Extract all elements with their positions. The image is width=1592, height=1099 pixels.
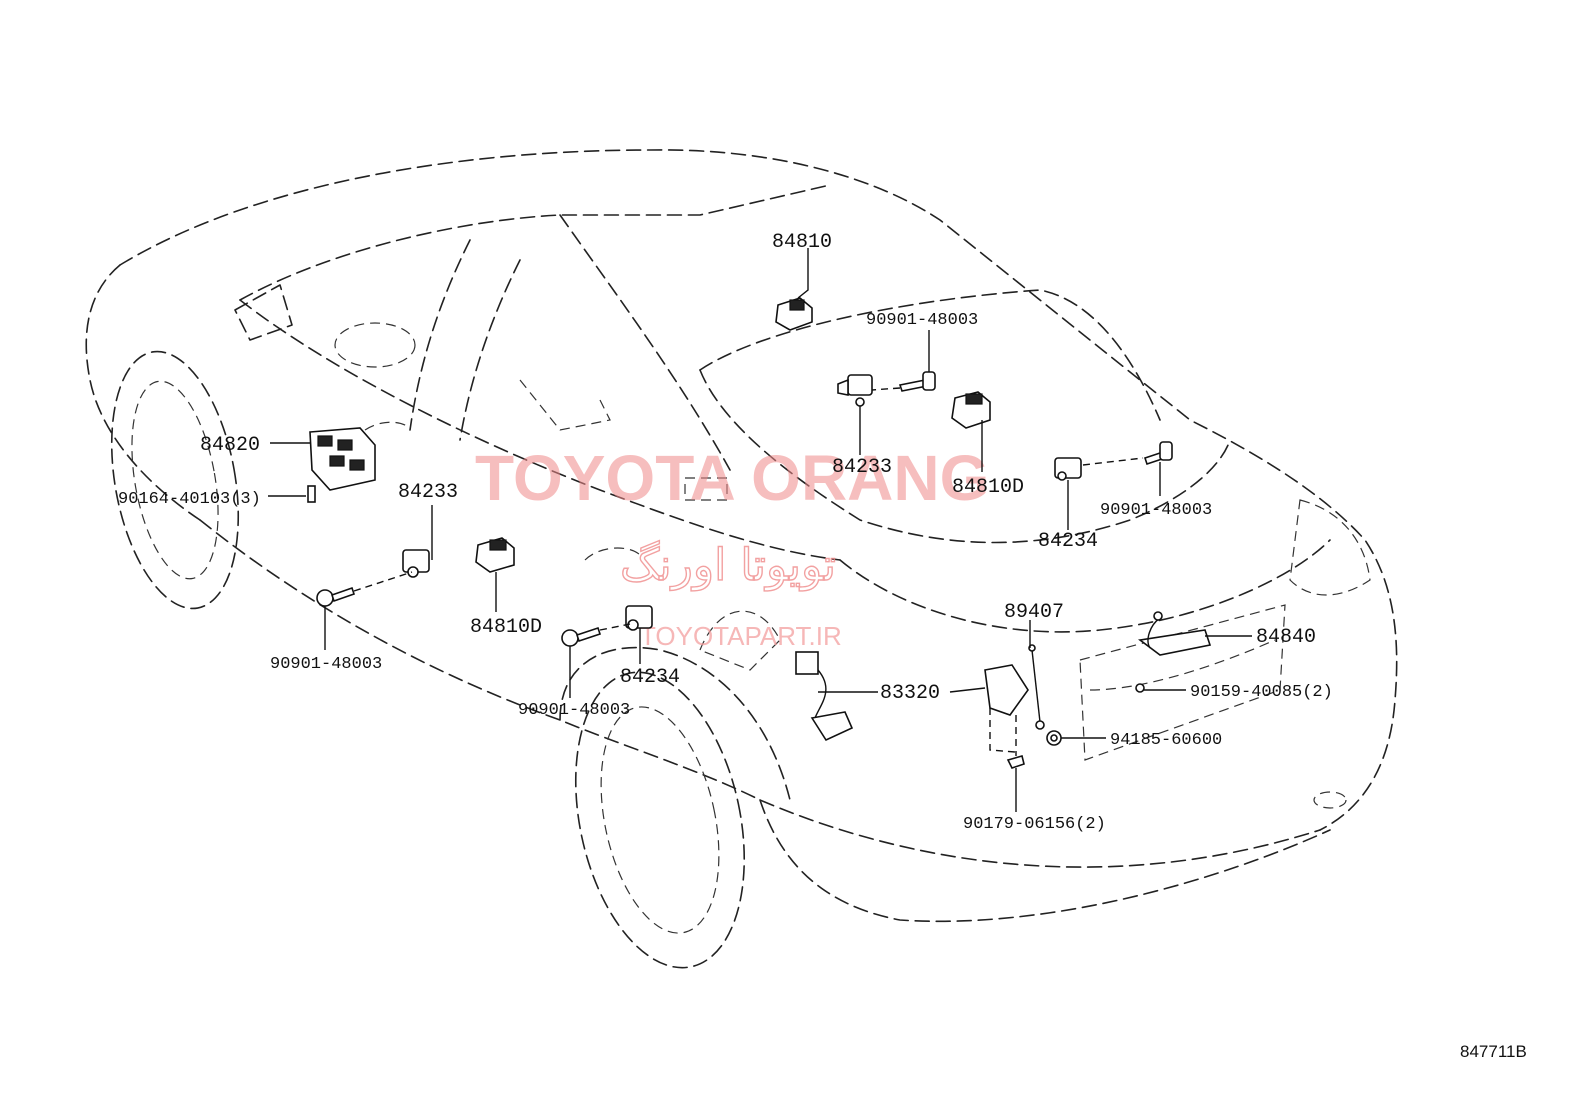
leader-lines bbox=[268, 248, 1252, 812]
watermark-site: TOYOTAPART.IR bbox=[640, 621, 842, 651]
switch-84820-shape bbox=[309, 427, 376, 491]
bolt-upper-shape bbox=[898, 371, 936, 392]
sensor-89407-shape bbox=[984, 644, 1045, 730]
switch-84840-shape bbox=[1137, 611, 1212, 656]
callout-90901-48003-top: 90901-48003 bbox=[866, 311, 978, 330]
callout-83320: 83320 bbox=[880, 682, 940, 705]
callout-90179-06156: 90179-06156(2) bbox=[963, 815, 1106, 834]
callout-90164-40103: 90164-40103(3) bbox=[118, 490, 261, 509]
nut-94185-shape bbox=[1046, 730, 1062, 746]
switch-84810-shape bbox=[775, 297, 813, 331]
callout-89407: 89407 bbox=[1004, 601, 1064, 624]
screw-90164-shape bbox=[307, 485, 316, 503]
callout-84810: 84810 bbox=[772, 231, 832, 254]
switch-84810d-right-shape bbox=[951, 391, 991, 429]
callout-90901-48003-right: 90901-48003 bbox=[1100, 501, 1212, 520]
sensor-83320-shape bbox=[795, 651, 854, 742]
callout-84840: 84840 bbox=[1256, 626, 1316, 649]
part-shapes bbox=[307, 297, 1212, 769]
door-switch-84233-left-shape bbox=[402, 549, 430, 578]
callout-84810d-right: 84810D bbox=[952, 476, 1024, 499]
callout-84233-center: 84233 bbox=[832, 456, 892, 479]
diagram-ref-code: 847711B bbox=[1460, 1042, 1527, 1061]
callout-labels: 84810 90901-48003 84820 84233 84810D 901… bbox=[118, 231, 1333, 834]
bolt-lower-shape bbox=[561, 626, 602, 647]
callout-94185-60600: 94185-60600 bbox=[1110, 731, 1222, 750]
callout-84234-lower: 84234 bbox=[620, 666, 680, 689]
door-switch-84234-lower-shape bbox=[625, 605, 653, 631]
bolt-left-shape bbox=[316, 586, 356, 607]
switch-84810d-left-shape bbox=[475, 537, 515, 573]
door-switch-84233-center-shape bbox=[837, 374, 873, 407]
car-body-outline bbox=[85, 149, 1398, 969]
callout-90901-48003-lower: 90901-48003 bbox=[518, 701, 630, 720]
callout-90159-40085: 90159-40085(2) bbox=[1190, 683, 1333, 702]
callout-84233-left: 84233 bbox=[398, 481, 458, 504]
screw-90159-shape bbox=[1135, 683, 1145, 693]
bolt-right-shape bbox=[1143, 441, 1173, 466]
watermark-brand: TOYOTA ORANG bbox=[475, 442, 989, 514]
callout-84810d-left: 84810D bbox=[470, 616, 542, 639]
clip-90179-shape bbox=[1006, 755, 1025, 769]
watermark: TOYOTA ORANG تویوتا اورنگ TOYOTAPART.IR bbox=[475, 442, 989, 651]
watermark-brand-fa: تویوتا اورنگ bbox=[620, 540, 836, 591]
door-switch-84234-right-shape bbox=[1054, 457, 1082, 481]
callout-84234-right: 84234 bbox=[1038, 530, 1098, 553]
callout-90901-48003-left: 90901-48003 bbox=[270, 655, 382, 674]
callout-84820: 84820 bbox=[200, 434, 260, 457]
